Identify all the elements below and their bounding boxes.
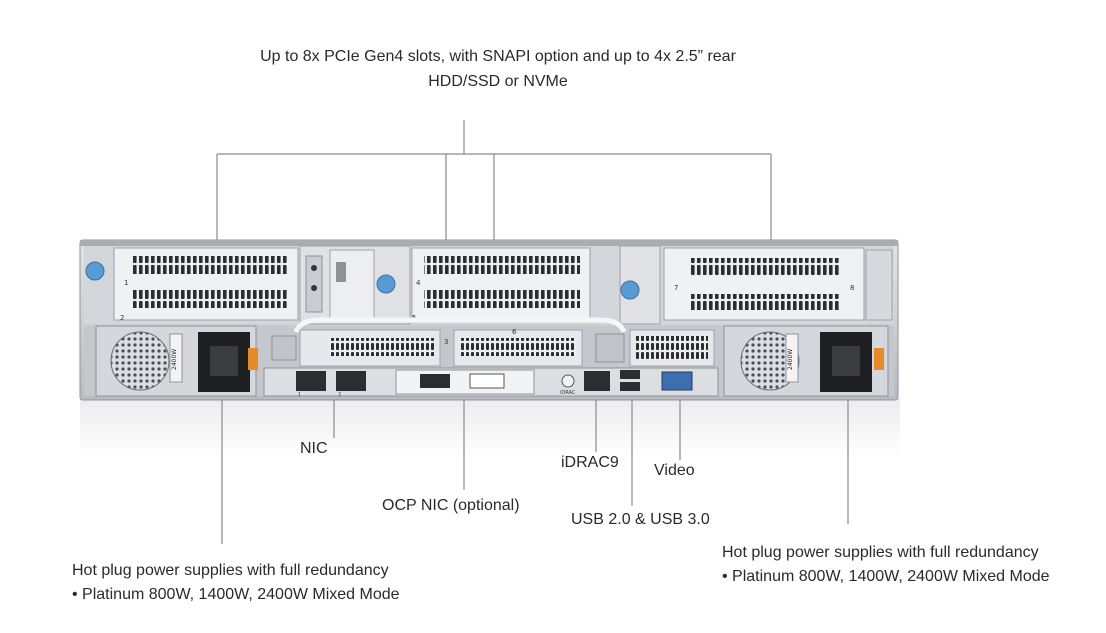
psu-rating-right: 2400W <box>787 349 794 370</box>
idrac-port <box>584 371 610 391</box>
pcie-riser-right <box>619 245 893 325</box>
psu-rating-left: 2400W <box>171 349 178 370</box>
svg-text:4: 4 <box>416 279 421 287</box>
port-label-idrac: iDRAC <box>560 390 576 396</box>
callout-psu-left-line2: • Platinum 800W, 1400W, 2400W Mixed Mode <box>72 586 400 603</box>
id-button <box>561 374 575 388</box>
slot-label-7: 7 <box>674 284 678 292</box>
psu-left <box>95 325 258 397</box>
slot-label-8: 8 <box>850 284 854 292</box>
psu-right <box>723 325 889 397</box>
slot-label-1: 1 <box>124 279 128 287</box>
callout-idrac: iDRAC9 <box>561 454 619 471</box>
chassis-handle <box>293 317 627 333</box>
vga-port <box>661 371 693 391</box>
svg-text:7: 7 <box>674 284 678 292</box>
callout-ocp-nic: OCP NIC (optional) <box>382 497 520 514</box>
nic-port-1 <box>296 371 326 391</box>
slot-label-3: 3 <box>444 338 448 346</box>
svg-text:6: 6 <box>512 328 517 336</box>
callout-pcie-line1: Up to 8x PCIe Gen4 slots, with SNAPI opt… <box>260 48 736 65</box>
svg-text:3: 3 <box>444 338 448 346</box>
ocp-nic <box>395 369 535 395</box>
pcie-riser-left <box>113 247 299 321</box>
nic-port-2 <box>336 371 366 391</box>
svg-text:1: 1 <box>298 392 301 398</box>
slot-label-6: 6 <box>512 328 517 336</box>
svg-text:8: 8 <box>850 284 854 292</box>
pcie-riser-center <box>299 245 591 325</box>
latch-left <box>85 261 105 281</box>
svg-text:2400W: 2400W <box>171 349 178 370</box>
callout-pcie-line2: HDD/SSD or NVMe <box>428 73 568 90</box>
port-label-2: 2 <box>338 392 341 398</box>
svg-text:1: 1 <box>124 279 128 287</box>
pcie-slot-low-profile <box>271 329 715 367</box>
svg-text:iDRAC: iDRAC <box>560 390 576 396</box>
callout-usb: USB 2.0 & USB 3.0 <box>571 511 710 528</box>
chassis-reflection <box>80 398 900 458</box>
svg-text:2400W: 2400W <box>787 349 794 370</box>
slot-label-2: 2 <box>120 314 124 322</box>
io-panel <box>263 367 719 397</box>
callout-psu-left-line1: Hot plug power supplies with full redund… <box>72 562 389 579</box>
callout-video: Video <box>654 462 695 479</box>
port-label-1: 1 <box>298 392 301 398</box>
usb-port-2 <box>620 382 640 391</box>
callout-psu-right-line1: Hot plug power supplies with full redund… <box>722 544 1039 561</box>
svg-text:2: 2 <box>338 392 341 398</box>
callout-nic: NIC <box>300 440 328 457</box>
svg-text:2: 2 <box>120 314 124 322</box>
slot-label-4: 4 <box>416 279 421 287</box>
usb-port-1 <box>620 370 640 379</box>
callout-psu-right-line2: • Platinum 800W, 1400W, 2400W Mixed Mode <box>722 568 1050 585</box>
